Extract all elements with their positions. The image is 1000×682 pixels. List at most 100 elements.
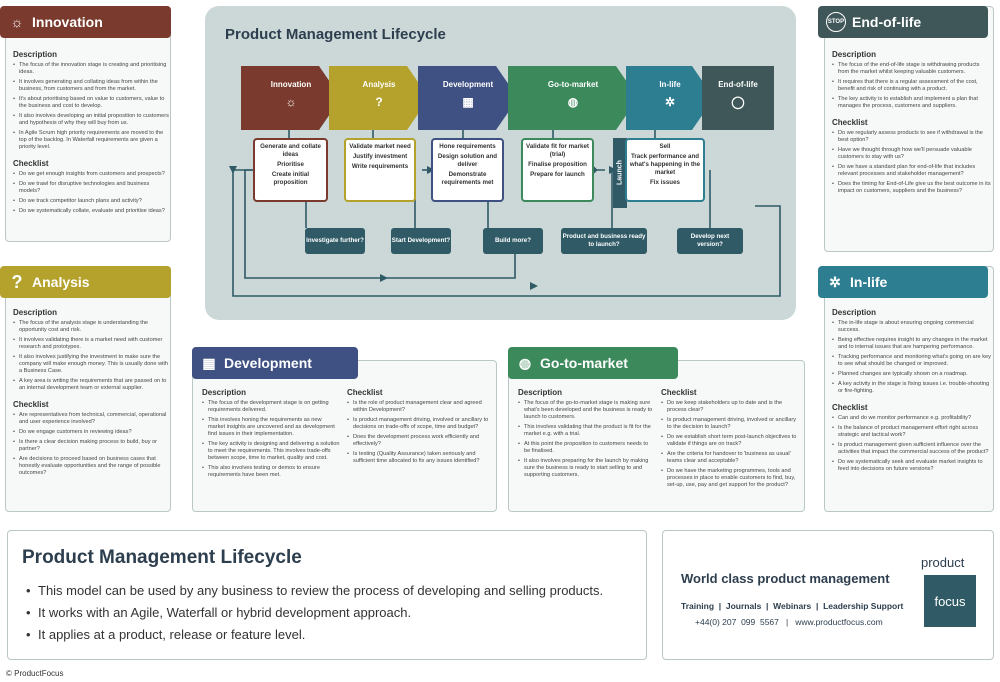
list-item: Being effective requires insight to any …: [832, 337, 992, 351]
eol-panel: [824, 6, 994, 252]
list-item: It involves validating there is a market…: [13, 337, 169, 351]
development-check-heading: Checklist: [347, 388, 383, 397]
activity-item: Prepare for launch: [530, 171, 585, 178]
list-item: Do we regularly assess products to see i…: [832, 130, 992, 144]
activity-item: Finalise proposition: [528, 161, 587, 168]
summary-title: Product Management Lifecycle: [22, 547, 302, 568]
inlife-title: In-life: [850, 274, 888, 290]
brand-contact: +44(0) 207 099 5567 | www.productfocus.c…: [695, 617, 883, 627]
list-item: Have we thought through how we'll persua…: [832, 147, 992, 161]
development-desc-list: The focus of the development stage is on…: [202, 400, 340, 479]
inlife-check-list: Can and do we monitor performance e.g. p…: [832, 415, 992, 473]
list-item: Tracking performance and monitoring what…: [832, 354, 992, 368]
list-item: Is product management driving, involved …: [661, 417, 801, 431]
list-item: It requires that there is a regular asse…: [832, 79, 992, 93]
activity-item: Design solution and deliver: [437, 153, 498, 168]
innovation-desc-heading: Description: [13, 50, 58, 59]
analysis-desc-list: The focus of the analysis stage is under…: [13, 320, 169, 392]
list-item: Planned changes are typically shown on a…: [832, 371, 992, 378]
eol-title: End-of-life: [852, 14, 922, 30]
logo-focus-box: focus: [924, 575, 976, 627]
logo-product-text: product: [921, 555, 965, 570]
list-item: Do we get enough insights from customers…: [13, 171, 169, 178]
eol-desc-heading: Description: [832, 50, 877, 59]
development-title: Development: [224, 355, 312, 371]
innovation-header: ☼ Innovation: [0, 6, 171, 38]
list-item: The focus of the analysis stage is under…: [13, 320, 169, 334]
list-item: A key area is writing the requirements t…: [13, 378, 169, 392]
list-item: Does the development process work effici…: [347, 434, 489, 448]
innovation-body: Description The focus of the innovation …: [13, 44, 169, 218]
list-item: This involves honing the requirements as…: [202, 417, 340, 438]
bricks-icon: ▦: [202, 354, 216, 371]
gtm-desc-heading: Description: [518, 388, 563, 397]
globe-icon: ◍: [518, 354, 532, 371]
brand-tagline: World class product management: [681, 571, 890, 586]
stop-icon: STOP: [826, 12, 846, 32]
inlife-body: Description The in-life stage is about e…: [832, 302, 992, 476]
eol-check-list: Do we regularly assess products to see i…: [832, 130, 992, 195]
list-item: Are representatives from technical, comm…: [13, 412, 169, 426]
stage-development: Development▦: [418, 66, 518, 130]
stop-icon: ◯: [731, 95, 745, 109]
gtm-check-col: Checklist Do we keep stakeholders up to …: [661, 382, 801, 492]
decision-build-more: Build more?: [483, 228, 543, 254]
activity-item: Sell: [659, 143, 671, 150]
list-item: A key activity in the stage is fixing is…: [832, 381, 992, 395]
analysis-header: ? Analysis: [0, 266, 171, 298]
list-item: Do we systematically collate, evaluate a…: [13, 208, 169, 215]
activity-item: Write requirements: [351, 163, 409, 170]
list-item: It works with an Agile, Waterfall or hyb…: [26, 605, 603, 620]
stage-end-of-life: End-of-life◯: [702, 66, 774, 130]
list-item: Does the timing for End-of-Life give us …: [832, 181, 992, 195]
list-item: Do we have a standard plan for end-of-li…: [832, 164, 992, 178]
gtm-desc-list: The focus of the go-to-market stage is m…: [518, 400, 654, 479]
list-item: Do we engage customers in reviewing idea…: [13, 429, 169, 436]
list-item: Do we trawl for disruptive technologies …: [13, 181, 169, 195]
analysis-desc-heading: Description: [13, 308, 58, 317]
gtm-title: Go-to-market: [540, 355, 628, 371]
summary-box: Product Management Lifecycle This model …: [7, 530, 647, 660]
stage-label: In-life: [659, 80, 681, 89]
inlife-header: ✲ In-life: [818, 266, 988, 298]
activity-item: Hone requirements: [439, 143, 496, 150]
lightbulb-icon: ☼: [10, 14, 24, 30]
gtm-check-heading: Checklist: [661, 388, 697, 397]
decision-start-development: Start Development?: [391, 228, 451, 254]
activity-item: Create initial proposition: [271, 171, 310, 186]
list-item: This also involves testing or demos to e…: [202, 465, 340, 479]
diagram-title: Product Management Lifecycle: [225, 26, 446, 43]
lifecycle-diagram: Product Management Lifecycle: [205, 6, 796, 320]
inlife-check-heading: Checklist: [832, 403, 868, 412]
activity-item: Demonstrate requirements met: [441, 171, 494, 186]
list-item: The key activity is to establish and imp…: [832, 96, 992, 110]
list-item: It's about prioritising based on value t…: [13, 96, 169, 110]
list-item: Do we keep stakeholders up to date and i…: [661, 400, 801, 414]
activity-item: Track performance and what's happening i…: [629, 153, 701, 176]
copyright: © ProductFocus: [6, 669, 64, 678]
analysis-title: Analysis: [32, 274, 90, 290]
stage-label: Innovation: [270, 80, 312, 89]
development-check-col: Checklist Is the role of product managem…: [347, 382, 489, 468]
list-item: Do we have the marketing programmes, too…: [661, 468, 801, 489]
activity-item: Prioritise: [277, 161, 304, 168]
stage-in-life: In-life ✲: [626, 66, 714, 130]
list-item: It also involves developing an initial p…: [13, 113, 169, 127]
summary-points: This model can be used by any business t…: [26, 583, 603, 649]
stage-label: Analysis: [362, 80, 396, 89]
brand-services: Training | Journals | Webinars | Leaders…: [681, 601, 904, 611]
list-item: The focus of the innovation stage is cre…: [13, 62, 169, 76]
stage-go-to-market: Go-to-market◍: [508, 66, 638, 130]
bricks-icon: ▦: [462, 95, 474, 109]
list-item: Is there a clear decision making process…: [13, 439, 169, 453]
list-item: In Agile Scrum high priority requirement…: [13, 130, 169, 151]
globe-icon: ◍: [567, 95, 579, 109]
gtm-check-list: Do we keep stakeholders up to date and i…: [661, 400, 801, 489]
activity-item: Validate fit for market (trial): [526, 143, 589, 158]
cogs-icon: ✲: [829, 273, 841, 290]
gtm-desc-col: Description The focus of the go-to-marke…: [518, 382, 654, 482]
cogs-icon: ✲: [664, 95, 676, 109]
list-item: Is the role of product management clear …: [347, 400, 489, 414]
